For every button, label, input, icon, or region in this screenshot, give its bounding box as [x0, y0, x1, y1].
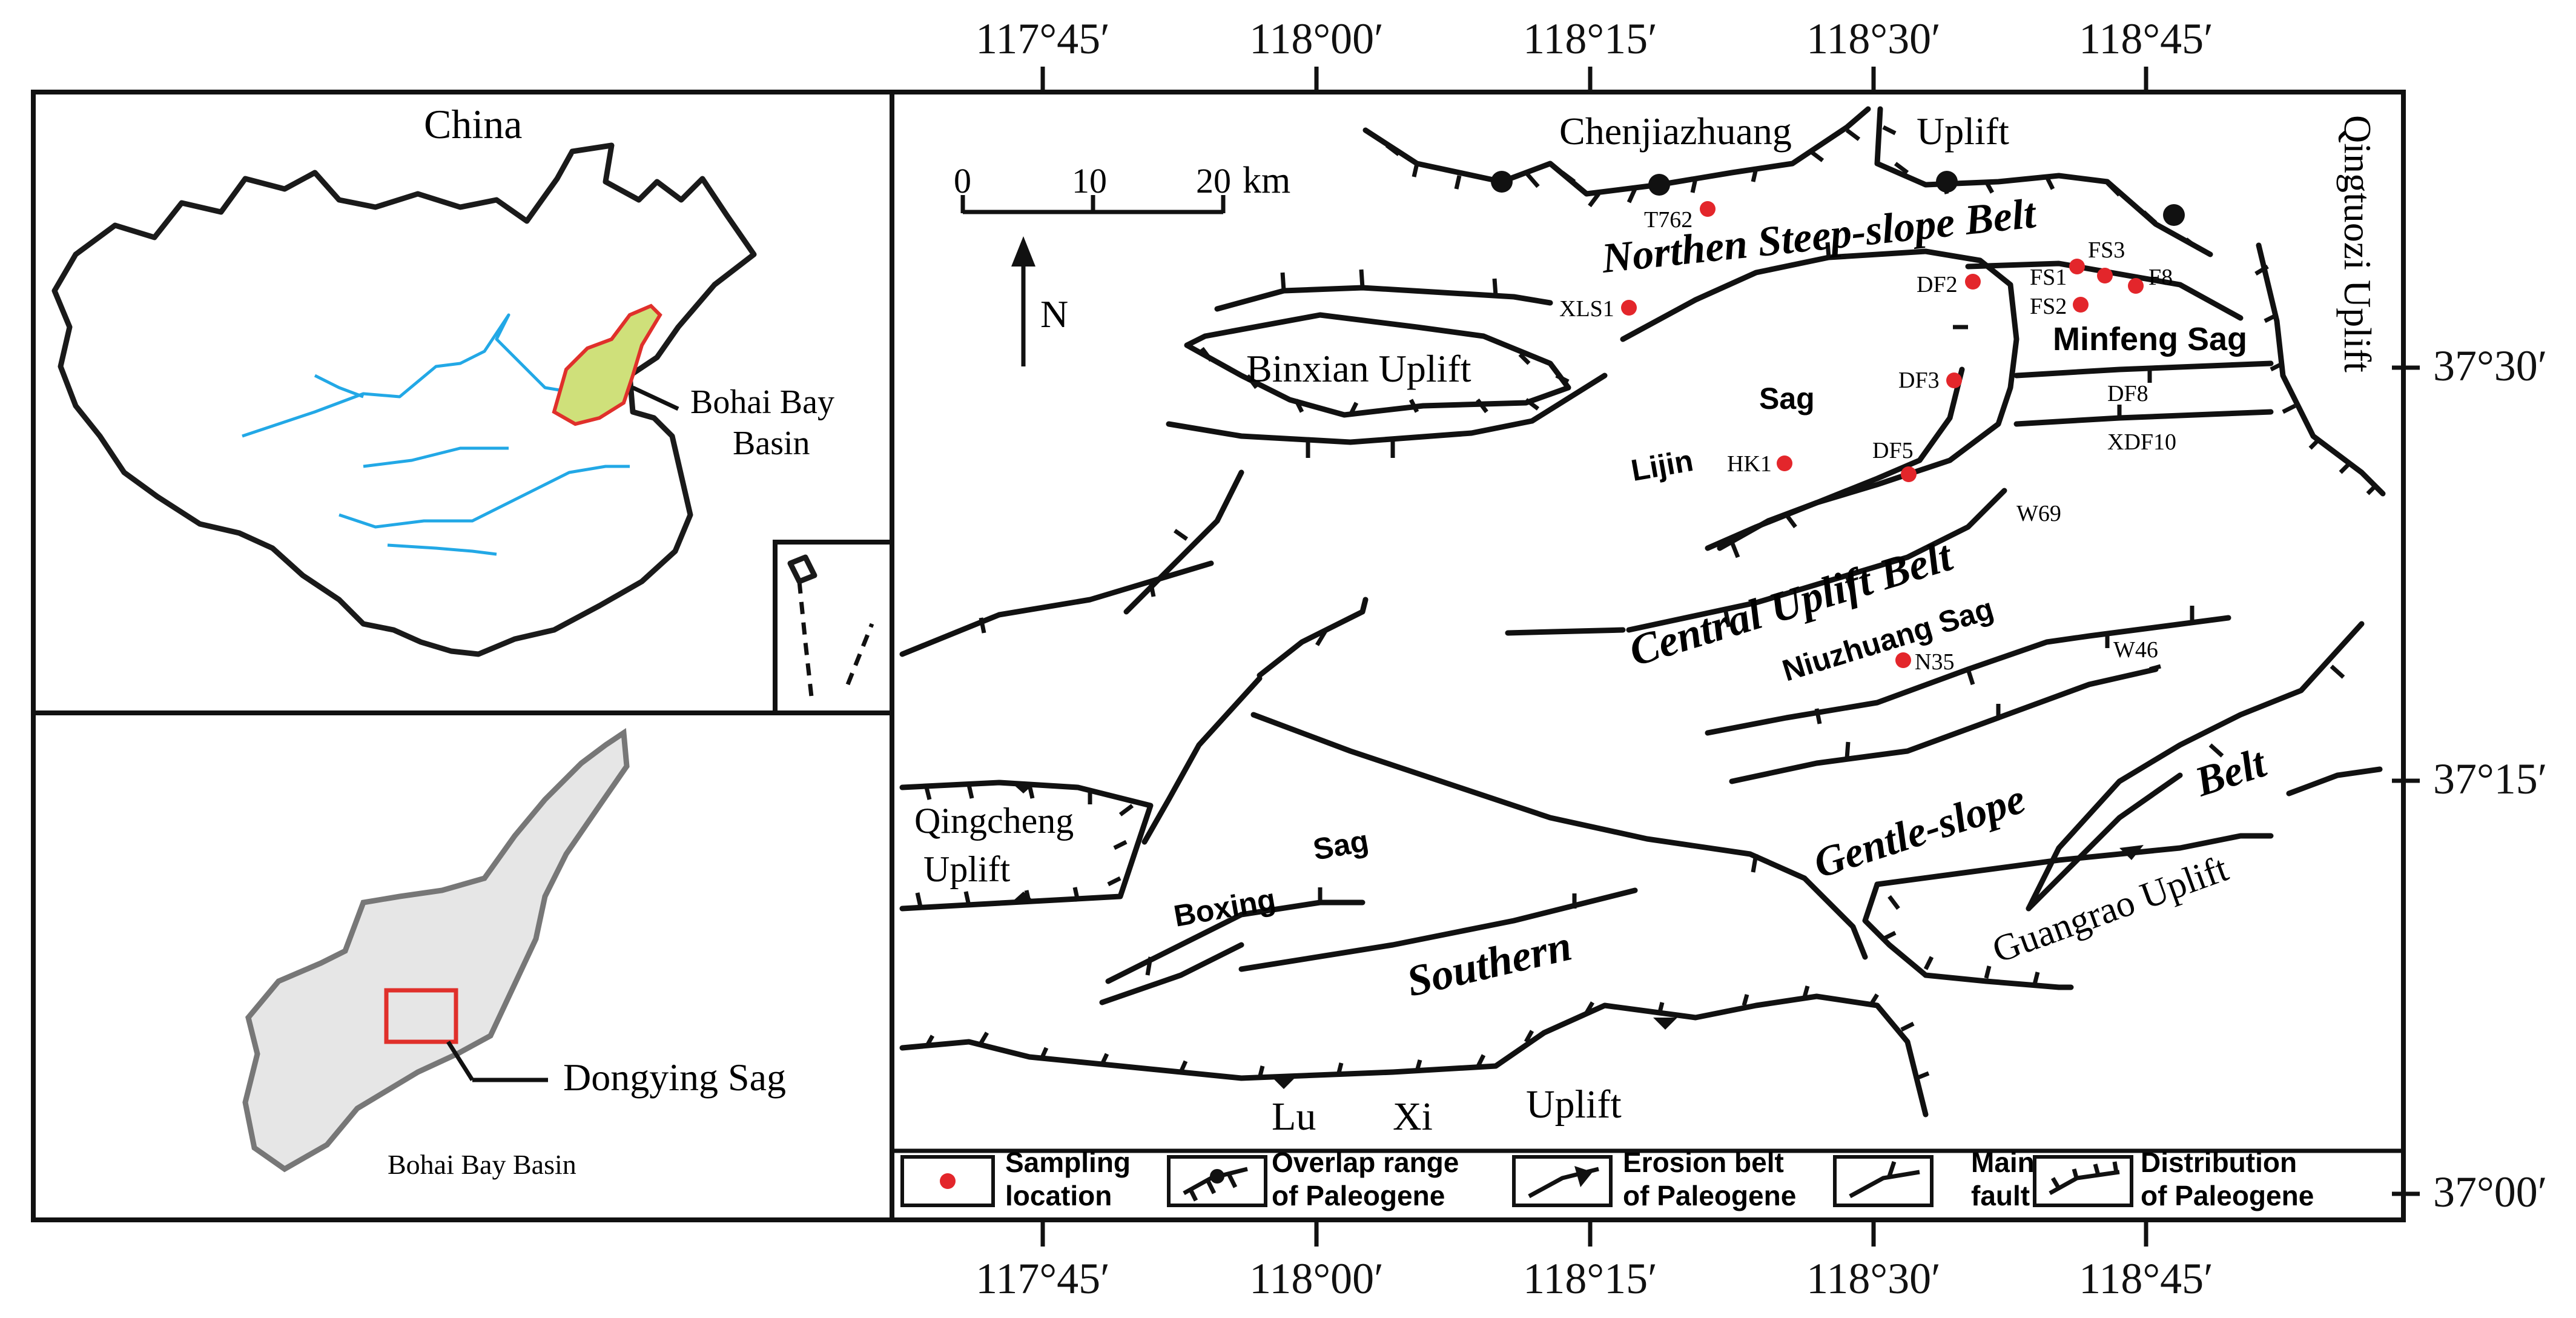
scale-tick-0: 0 [954, 161, 971, 200]
legend-fault-1: Main [1971, 1147, 2035, 1178]
legend-fault-2: fault [1971, 1180, 2030, 1211]
lon-label-bottom-2: 118°00′ [1249, 1254, 1384, 1303]
sample-point-df5 [1901, 466, 1917, 482]
lon-label-bottom-5: 118°45′ [2079, 1254, 2213, 1303]
legend-overlap-1: Overlap range [1272, 1147, 1459, 1178]
lat-label-3: 37°00′ [2433, 1168, 2548, 1216]
qingcheng-label-1: Qingcheng [914, 801, 1074, 841]
uplift-north-label: Uplift [1917, 110, 2009, 153]
legend-erosion-1: Erosion belt [1623, 1147, 1784, 1178]
north-label: N [1040, 293, 1068, 336]
longitude-labels-bottom: 117°45′ 118°00′ 118°15′ 118°30′ 118°45′ [976, 1254, 2213, 1303]
dongying-sag-box [384, 988, 458, 1044]
well-label-xdf10: XDF10 [2107, 429, 2176, 455]
scale-bar: 0 10 20 km [954, 160, 1290, 214]
bohai-bay-basin-label-2: Basin [733, 425, 810, 462]
legend-dist-2: of Paleogene [2141, 1180, 2314, 1211]
sample-point-fs3 [2097, 268, 2113, 283]
chenjiazhuang-label: Chenjiazhuang [1559, 110, 1792, 153]
boxing-sag-label: Sag [1310, 824, 1371, 867]
qingtuozi-uplift-label: Qingtuozi Uplift [2336, 115, 2379, 373]
guangrao-uplift-boundary [1874, 833, 2274, 887]
inset-basin: Dongying Sag Bohai Bay Basin [31, 710, 894, 1222]
sample-label-df5: DF5 [1872, 438, 1914, 463]
sampling-locations: T762 XLS1 DF2 FS1 FS3 FS2 F8 DF3 HK1 DF5… [1559, 201, 2173, 675]
lon-label-bottom-1: 117°45′ [976, 1254, 1110, 1303]
sample-point-t762 [1700, 201, 1716, 217]
bohai-bay-basin-highlight [552, 303, 662, 426]
well-label-df8: DF8 [2107, 381, 2148, 406]
lat-label-2: 37°15′ [2433, 755, 2548, 803]
north-arrow-icon: N [1011, 236, 1068, 366]
lon-label-top-1: 117°45′ [976, 15, 1110, 63]
sample-label-f8: F8 [2148, 265, 2173, 290]
southern-label: Southern [1402, 921, 1576, 1006]
sample-label-hk1: HK1 [1727, 451, 1772, 477]
sample-point-f8 [2128, 278, 2144, 294]
qingcheng-label-2: Uplift [923, 849, 1011, 889]
rivers-icon [242, 313, 606, 438]
dongying-sag-label: Dongying Sag [563, 1056, 786, 1099]
sample-point-fs2 [2073, 297, 2089, 313]
sample-point-df2 [1965, 274, 1981, 290]
belt-label: Belt [2189, 739, 2273, 806]
latitude-labels: 37°30′ 37°15′ 37°00′ [2433, 342, 2548, 1216]
sample-point-n35 [1895, 652, 1911, 668]
longitude-labels-top: 117°45′ 118°00′ 118°15′ 118°30′ 118°45′ [976, 15, 2213, 63]
inset-china: China Bohai Bay Basin [31, 90, 894, 715]
binxian-uplift-label: Binxian Uplift [1246, 347, 1471, 390]
bohai-bay-basin-caption: Bohai Bay Basin [388, 1149, 576, 1180]
luxi-label-3: Uplift [1526, 1082, 1622, 1127]
sample-label-n35: N35 [1915, 649, 1954, 675]
lijin-sag-label: Sag [1759, 382, 1815, 416]
lon-label-bottom-4: 118°30′ [1806, 1254, 1941, 1303]
legend-erosion-2: of Paleogene [1623, 1180, 1796, 1211]
binxian-uplift-boundary [1184, 312, 1571, 418]
lijin-label: Lijin [1628, 443, 1696, 488]
luxi-uplift-boundary [899, 993, 1929, 1118]
sample-point-fs1 [2069, 259, 2085, 274]
scale-unit: km [1243, 160, 1290, 201]
legend-sample-icon [940, 1173, 956, 1189]
well-labels: DF8 XDF10 W69 W46 [2016, 381, 2176, 663]
sample-point-hk1 [1777, 455, 1792, 471]
sample-label-xls1: XLS1 [1559, 296, 1614, 322]
luxi-label-1: Lu [1272, 1094, 1316, 1139]
northern-boundary [1362, 106, 1871, 197]
lon-label-bottom-3: 118°15′ [1523, 1254, 1657, 1303]
sample-point-df3 [1946, 373, 1962, 388]
luxi-label-2: Xi [1393, 1094, 1433, 1139]
legend-sampling-1: Sampling [1005, 1147, 1131, 1178]
sample-label-t762: T762 [1644, 207, 1693, 233]
scale-tick-10: 10 [1072, 161, 1107, 200]
lon-label-top-2: 118°00′ [1249, 15, 1384, 63]
lon-label-top-5: 118°45′ [2079, 15, 2213, 63]
main-map: Chenjiazhuang Uplift Qingtuozi Uplift No… [890, 90, 2406, 1222]
well-label-w46: W46 [2113, 637, 2158, 663]
scale-tick-20: 20 [1196, 161, 1231, 200]
legend-overlap-2: of Paleogene [1272, 1180, 1445, 1211]
china-label: China [424, 101, 522, 147]
china-outline [51, 142, 757, 657]
sample-label-fs1: FS1 [2030, 265, 2067, 290]
minfeng-sag-label: Minfeng Sag [2053, 321, 2247, 357]
legend-dist-1: Distribution [2141, 1147, 2297, 1178]
sample-point-xls1 [1621, 300, 1637, 316]
well-label-w69: W69 [2016, 501, 2061, 526]
lon-label-top-3: 118°15′ [1523, 15, 1657, 63]
lat-label-1: 37°30′ [2433, 342, 2548, 390]
sample-label-df3: DF3 [1898, 368, 1940, 393]
bohai-bay-basin-label-1: Bohai Bay [690, 383, 834, 421]
legend: Sampling location Overlap range of Paleo… [892, 1147, 2403, 1211]
sample-label-fs2: FS2 [2030, 294, 2067, 319]
sample-label-df2: DF2 [1917, 272, 1958, 297]
sample-label-fs3: FS3 [2088, 237, 2125, 263]
legend-sampling-2: location [1005, 1180, 1112, 1211]
qingcheng-uplift-boundary [899, 780, 1154, 912]
bohai-bay-basin-shape [242, 728, 630, 1173]
lon-label-top-4: 118°30′ [1806, 15, 1941, 63]
